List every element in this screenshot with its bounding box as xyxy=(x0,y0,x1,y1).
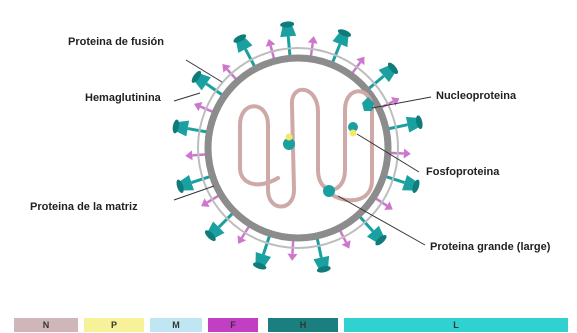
genome-segment-label: L xyxy=(453,320,459,330)
genome-segment-label: M xyxy=(172,320,180,330)
hemagglutinin-spike-icon xyxy=(172,118,209,140)
genome-segment-label: N xyxy=(43,320,50,330)
viral-envelope xyxy=(208,58,388,238)
label-matrix: Proteina de la matriz xyxy=(30,201,138,213)
label-fusion: Proteina de fusión xyxy=(68,36,164,48)
genome-segment-label: F xyxy=(230,320,236,330)
hemagglutinin-spike-icon xyxy=(309,236,332,274)
fusion-spike-icon xyxy=(287,240,298,261)
hemagglutinin-spike-icon xyxy=(386,114,424,137)
label-hemagglutinin: Hemaglutinina xyxy=(85,92,162,104)
label-large: Proteina grande (large) xyxy=(430,241,551,253)
label-phosphoprotein: Fosfoproteina xyxy=(426,166,500,178)
label-nucleoprotein: Nucleoproteina xyxy=(436,90,517,102)
genome-segment-label: H xyxy=(300,320,307,330)
leader-nucleoprotein xyxy=(372,97,431,108)
large-protein-icon xyxy=(323,185,335,197)
fusion-spike-icon xyxy=(390,148,411,159)
genome-segment-label: P xyxy=(111,320,117,330)
hemagglutinin-spike-icon xyxy=(279,21,298,57)
leader-hemagglutinin xyxy=(174,93,200,101)
fusion-spike-icon xyxy=(185,149,207,160)
fusion-spike-icon xyxy=(306,35,319,57)
